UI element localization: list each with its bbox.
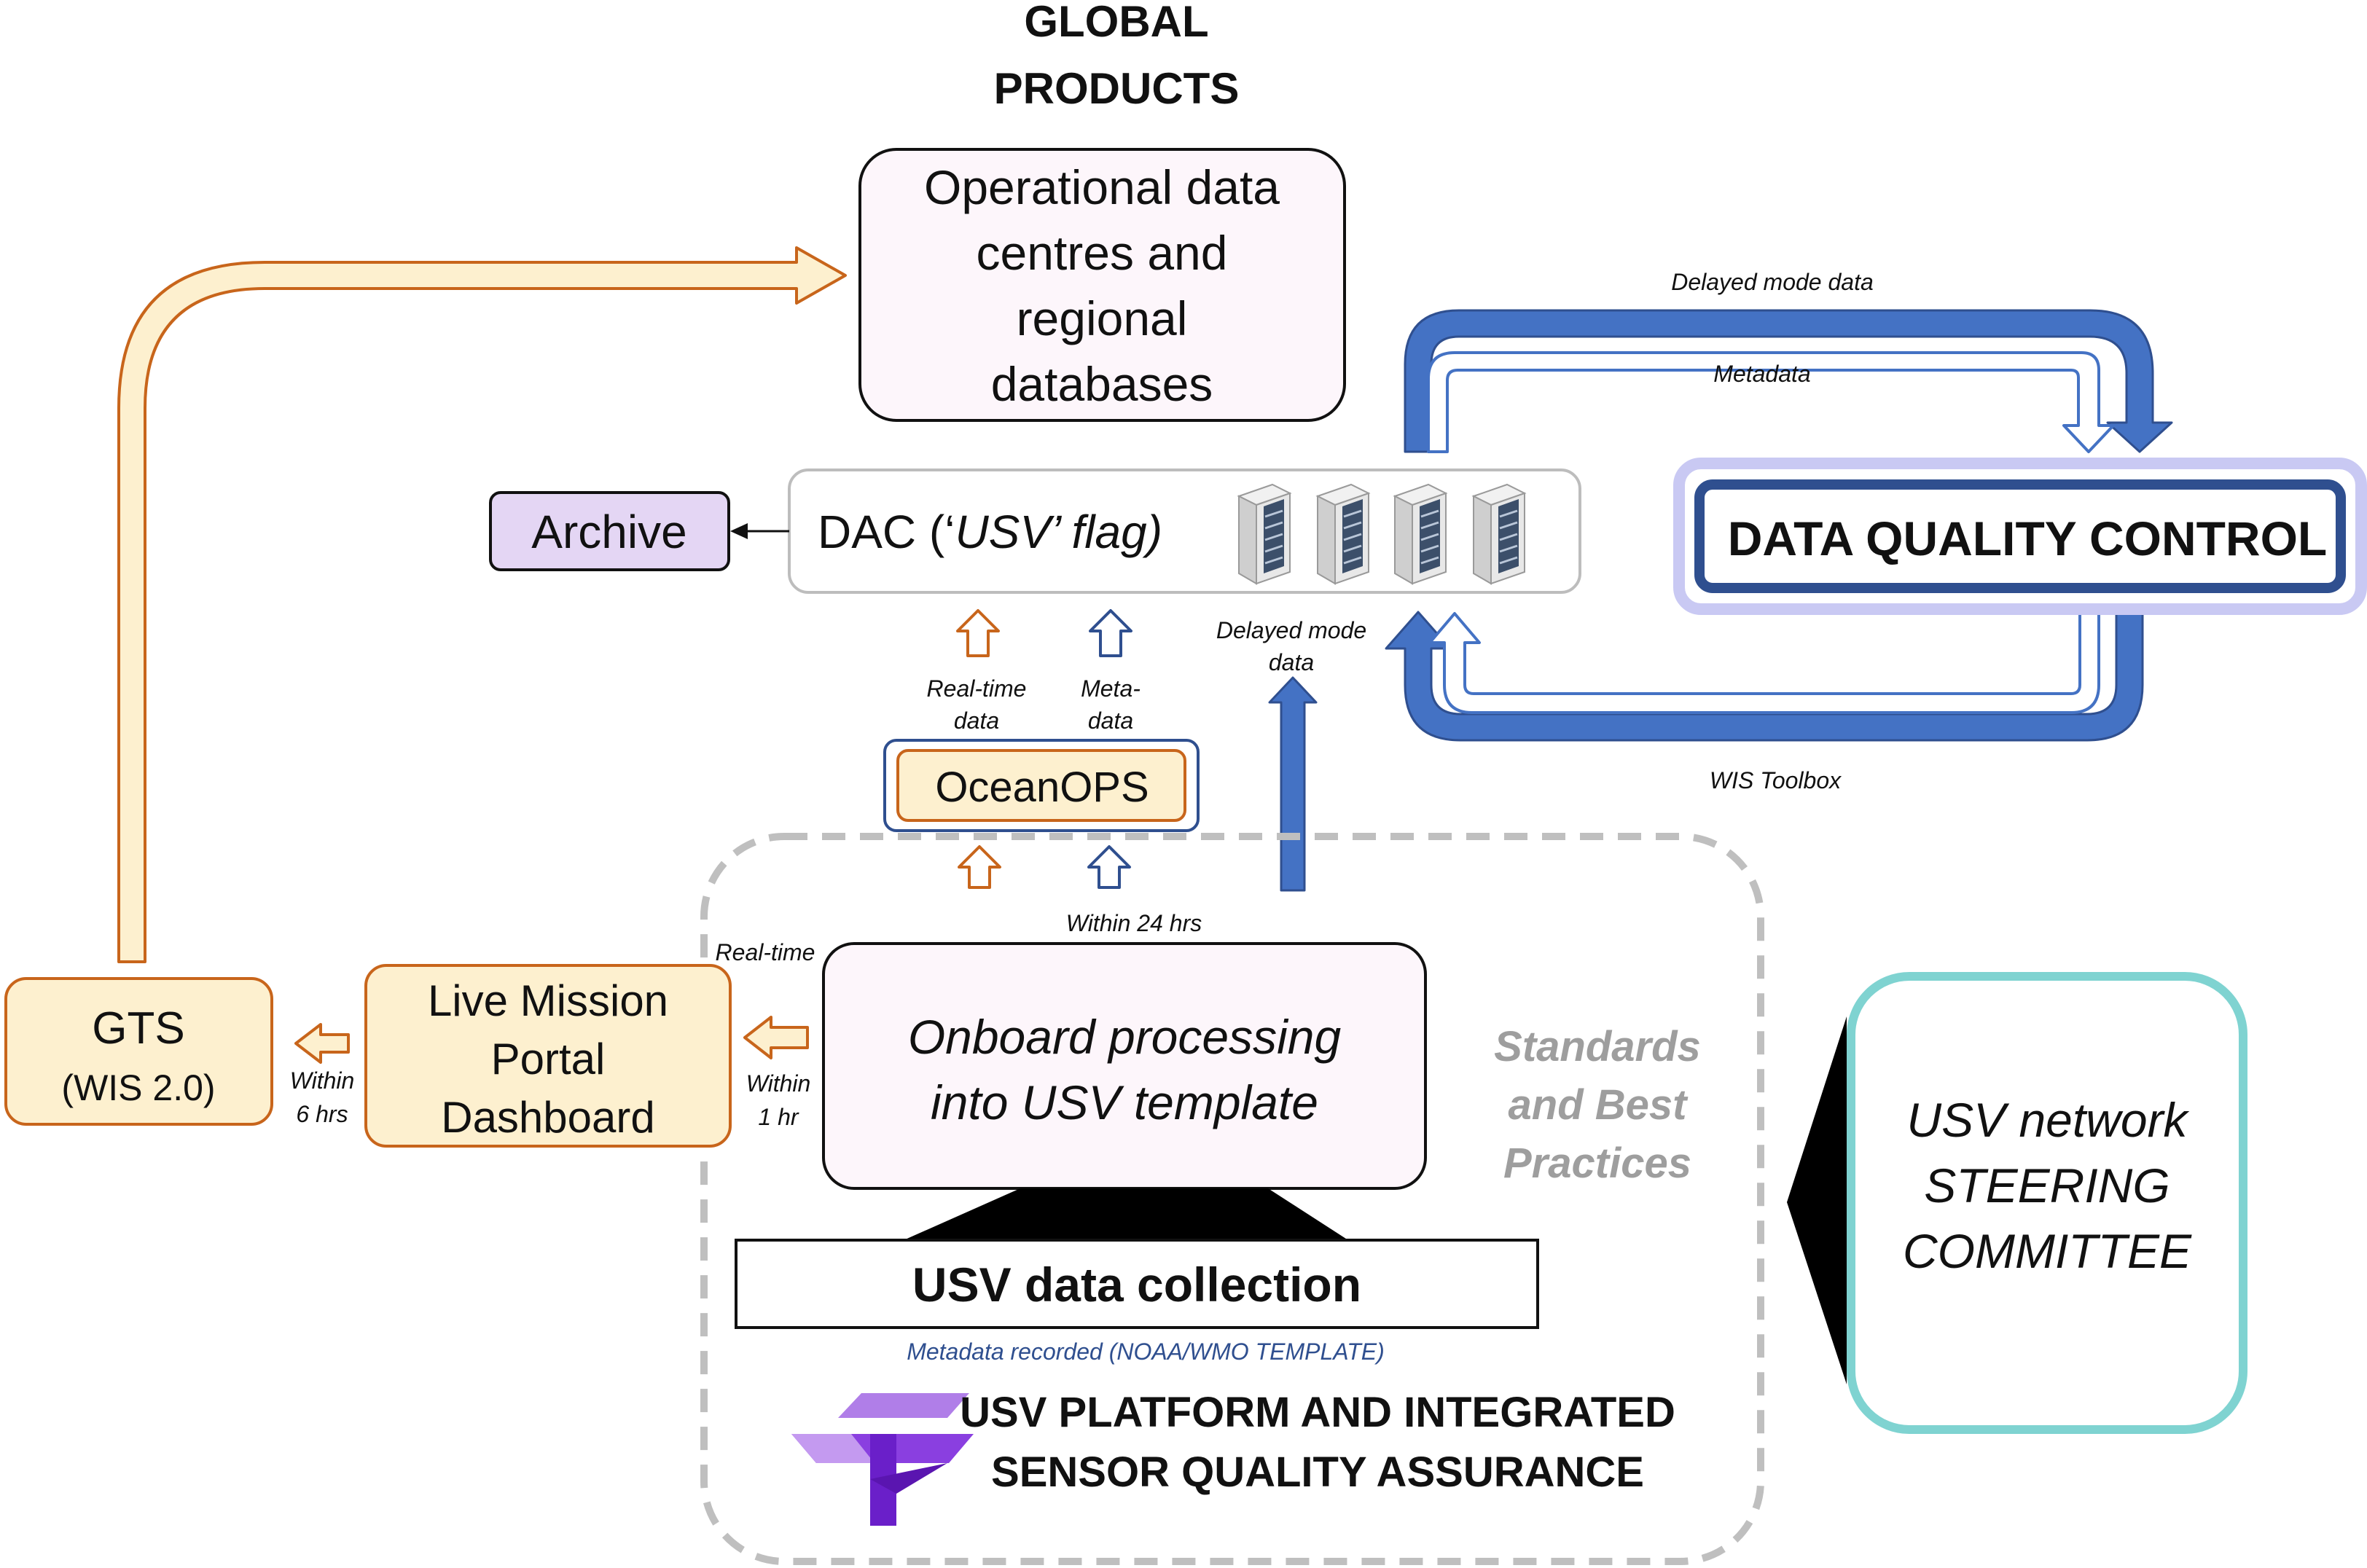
header-line-2: PRODUCTS [994,64,1240,113]
svg-text:Live Mission: Live Mission [428,976,668,1025]
svg-text:(WIS 2.0): (WIS 2.0) [61,1067,215,1108]
archive-box [489,491,730,571]
metadata-up-arrow-bottom [1087,845,1131,889]
steering-wedge [1787,1016,1847,1384]
svg-text:and Best: and Best [1509,1081,1689,1129]
collection-to-onboard-connector [904,1188,1348,1240]
svg-text:Portal: Portal [491,1035,606,1083]
operational-centres-label: Operational data centres and regional da… [924,160,1280,411]
standards-label: Standards and Best Practices [1494,1023,1701,1187]
delayed-mode-up-arrow [1268,676,1318,892]
svg-text:Meta-: Meta- [1081,675,1141,702]
metadata-up-arrow-top [1089,609,1132,657]
operational-centres-box [858,148,1346,422]
archive-label: Archive [531,506,686,558]
metadata-top-label: Metadata [1713,361,1810,387]
metadata-top-arrow [1427,351,2115,453]
svg-text:into USV template: into USV template [931,1075,1318,1129]
server-icon [1393,483,1448,585]
svg-text:Within: Within [290,1067,355,1094]
delayed-mode-top-label: Delayed mode data [1671,269,1874,295]
dqc-label: DATA QUALITY CONTROL [1728,511,2328,565]
usv-platform-container [700,833,1764,1565]
server-icon [1237,483,1292,585]
svg-text:Standards: Standards [1494,1023,1701,1070]
svg-text:Delayed mode: Delayed mode [1216,617,1366,643]
dac-to-archive-arrowhead [730,523,748,539]
svg-text:GTS: GTS [92,1003,184,1054]
svg-text:1 hr: 1 hr [758,1104,799,1130]
svg-text:Onboard processing: Onboard processing [908,1010,1342,1064]
realtime-label: Real-time [716,939,815,965]
svg-text:Real-time: Real-time [927,675,1027,702]
svg-text:STEERING: STEERING [1924,1159,2170,1212]
steering-committee-box [1847,972,2247,1434]
realtime-up-arrow-top [956,609,1000,657]
live-mission-to-gts-arrow [294,1023,350,1064]
steering-committee-label: USV network STEERING COMMITTEE [1903,1093,2192,1278]
server-icon [1471,483,1527,585]
live-mission-label: Live Mission Portal Dashboard [428,976,668,1142]
dqc-inner-box [1694,479,2346,593]
gts-box [4,977,273,1126]
svg-text:data: data [1088,707,1133,734]
metadata-recorded-label: Metadata recorded (NOAA/WMO TEMPLATE) [907,1338,1385,1365]
within-6hrs-label: Within 6 hrs [290,1067,355,1127]
onboard-processing-label: Onboard processing into USV template [908,1010,1342,1129]
wis-toolbox-label: WIS Toolbox [1710,767,1842,793]
svg-text:databases: databases [991,357,1213,411]
platform-label: USV PLATFORM AND INTEGRATED SENSOR QUALI… [960,1389,1675,1496]
delayed-mode-mid-label: Delayed mode data [1216,617,1366,675]
svg-text:Within: Within [746,1070,811,1097]
delayed-mode-top-arrow [1404,309,2173,453]
within-24hrs-label: Within 24 hrs [1066,910,1202,936]
data-collection-box [735,1239,1539,1329]
data-collection-label: USV data collection [912,1258,1361,1312]
meta-data-label: Meta- data [1081,675,1141,734]
svg-text:data: data [1269,649,1314,675]
svg-text:data: data [954,707,999,734]
svg-text:USV PLATFORM AND INTEGRATED: USV PLATFORM AND INTEGRATED [960,1389,1675,1436]
onboard-processing-box [822,942,1427,1190]
live-mission-box [364,964,732,1148]
realtime-up-arrow-bottom [958,845,1001,889]
svg-text:6 hrs: 6 hrs [296,1101,348,1127]
metadata-bottom-arrow [1428,611,2100,714]
server-icon [1315,483,1371,585]
onboard-to-live-mission-arrow [743,1016,809,1059]
wis-toolbox-bottom-arrow [1385,611,2144,742]
svg-text:COMMITTEE: COMMITTEE [1903,1224,2192,1278]
gts-label: GTS (WIS 2.0) [61,1003,215,1108]
within-1hr-label: Within 1 hr [746,1070,811,1130]
realtime-data-label: Real-time data [927,675,1027,734]
svg-text:centres and: centres and [977,226,1228,280]
oceanops-inner-box [896,749,1186,822]
svg-text:Practices: Practices [1503,1140,1691,1187]
platform-logo-icon [791,1393,974,1526]
dac-label: DAC (‘USV’ flag) [818,506,1162,558]
svg-text:SENSOR QUALITY ASSURANCE: SENSOR QUALITY ASSURANCE [991,1449,1644,1496]
svg-text:USV network: USV network [1906,1093,2189,1147]
svg-text:regional: regional [1017,291,1188,345]
svg-text:Operational data: Operational data [924,160,1280,214]
gts-to-operational-arrow [117,246,847,963]
header-line-1: GLOBAL [1024,0,1208,46]
svg-text:Dashboard: Dashboard [441,1093,655,1142]
oceanops-label: OceanOPS [935,764,1149,811]
